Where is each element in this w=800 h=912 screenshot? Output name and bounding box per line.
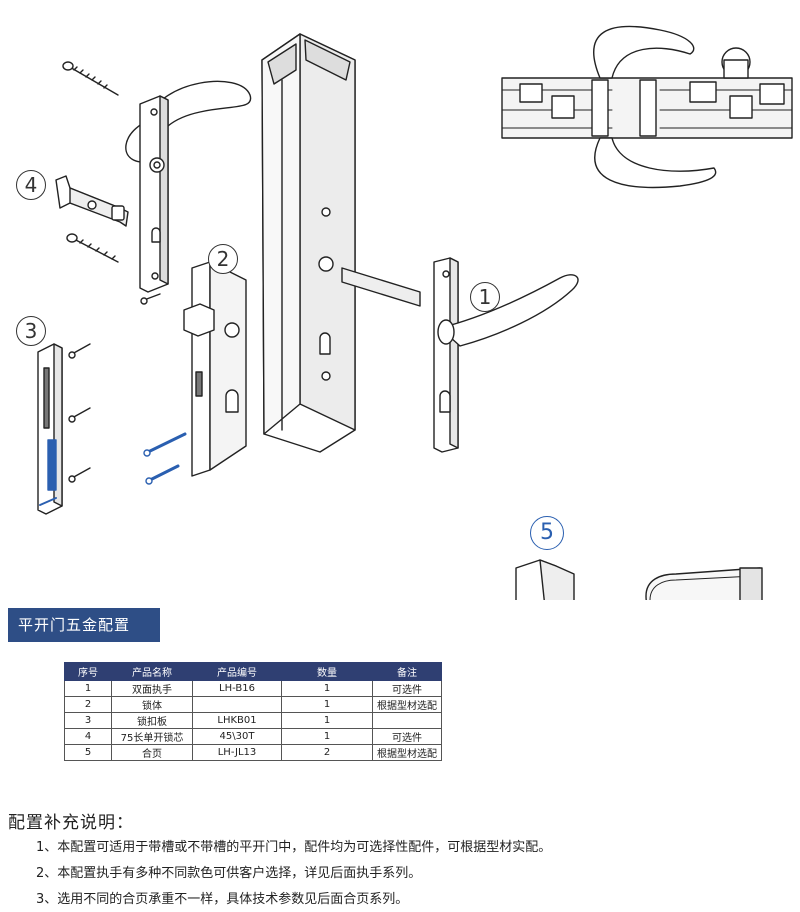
cell-qty: 1 [281,696,373,713]
col-header-qty: 数量 [281,662,373,681]
callout-5: 5 [530,516,564,550]
cell-qty: 2 [281,744,373,761]
note-item-2: 2、本配置执手有多种不同款色可供客户选择，详见后面执手系列。 [36,866,422,881]
table-row: 5 合页 LH-JL13 2 根据型材选配 [64,744,442,761]
hinge-front-view [515,559,575,600]
cell-remark: 根据型材选配 [372,744,442,761]
strike-plate [37,343,91,515]
section-banner: 平开门五金配置 [8,608,160,642]
spindle [341,267,421,307]
cross-section-view [501,25,793,189]
cell-qty: 1 [281,728,373,745]
cell-code [192,696,282,713]
mortise-lock-body [143,261,247,485]
cell-index: 1 [64,680,112,697]
screw-cylinder [66,233,119,263]
col-header-remark: 备注 [372,662,442,681]
cell-remark [372,712,442,729]
note-item-3: 3、选用不同的合页承重不一样，具体技术参数见后面合页系列。 [36,892,409,907]
notes-title: 配置补充说明： [8,813,134,833]
table-row: 1 双面执手 LH-B16 1 可选件 [64,680,442,697]
callout-2: 2 [208,244,238,274]
cell-code: LH-B16 [192,680,282,697]
callout-1: 1 [470,282,500,312]
cell-index: 4 [64,728,112,745]
screw-top [62,61,119,96]
hardware-exploded-diagram [37,25,793,600]
cell-qty: 1 [281,712,373,729]
callout-4: 4 [16,170,46,200]
table-row: 3 锁扣板 LHKB01 1 [64,712,442,729]
cell-name: 双面执手 [111,680,193,697]
cell-remark: 根据型材选配 [372,696,442,713]
cell-code: LHKB01 [192,712,282,729]
cell-qty: 1 [281,680,373,697]
cell-code: LH-JL13 [192,744,282,761]
handle-rear-assembly [125,80,252,305]
col-header-index: 序号 [64,662,112,681]
note-item-1: 1、本配置可适用于带槽或不带槽的平开门中，配件均为可选择性配件，可根据型材实配。 [36,840,552,855]
door-profile [261,33,356,453]
table-row: 2 锁体 1 根据型材选配 [64,696,442,713]
col-header-code: 产品编号 [192,662,282,681]
table-row: 4 75长单开锁芯 45\30T 1 可选件 [64,728,442,745]
cell-index: 2 [64,696,112,713]
cell-name: 合页 [111,744,193,761]
lock-cylinder [55,175,129,227]
col-header-name: 产品名称 [111,662,193,681]
callout-3: 3 [16,316,46,346]
cell-index: 3 [64,712,112,729]
cell-code: 45\30T [192,728,282,745]
cell-remark: 可选件 [372,728,442,745]
hardware-spec-table: 序号 产品名称 产品编号 数量 备注 1 双面执手 LH-B16 1 可选件 2… [64,662,442,761]
cell-remark: 可选件 [372,680,442,697]
cell-name: 75长单开锁芯 [111,728,193,745]
cell-index: 5 [64,744,112,761]
cell-name: 锁体 [111,696,193,713]
table-header-row: 序号 产品名称 产品编号 数量 备注 [64,662,442,681]
handle-front-assembly [433,257,579,453]
cell-name: 锁扣板 [111,712,193,729]
hinge-cover-view [645,567,763,600]
